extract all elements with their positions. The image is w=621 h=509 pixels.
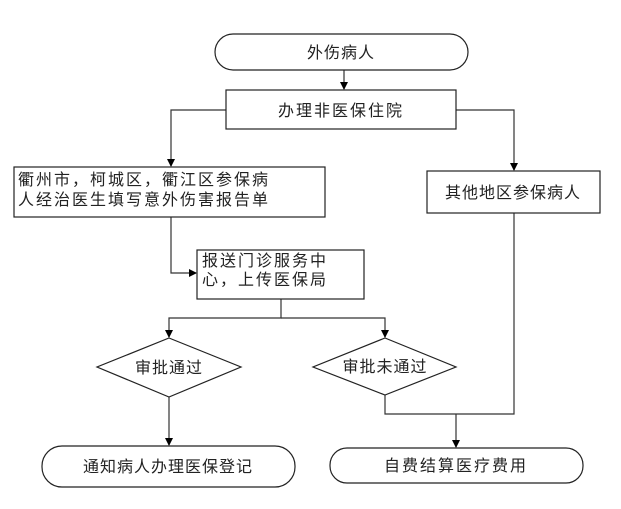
rejected-decision bbox=[311, 337, 458, 396]
approved-decision bbox=[95, 337, 243, 398]
edge-other-to-merge bbox=[456, 213, 515, 415]
local-insured-label-line2: 人经治医生填写意外伤害报告单 bbox=[18, 190, 270, 209]
notify-label: 通知病人办理医保登记 bbox=[83, 457, 253, 476]
submit-label-line2: 心，上传医保局 bbox=[202, 270, 328, 289]
self-pay-label: 自费结算医疗费用 bbox=[384, 456, 528, 475]
other-region-box bbox=[426, 170, 601, 214]
edge-submit-to-approved bbox=[165, 299, 282, 338]
non-insured-box bbox=[225, 89, 457, 130]
edge-submit-to-rejected bbox=[281, 317, 389, 338]
start-label: 外伤病人 bbox=[307, 43, 375, 62]
notify-terminal bbox=[41, 445, 296, 488]
self-pay-terminal bbox=[329, 447, 584, 484]
approved-label: 审批通过 bbox=[135, 358, 203, 377]
submit-label-line1: 报送门诊服务中 bbox=[202, 251, 328, 270]
local-insured-label-line1: 衢州市，柯城区，衢江区参保病 bbox=[18, 170, 270, 189]
other-region-label: 其他地区参保病人 bbox=[445, 183, 581, 202]
submit-box bbox=[196, 249, 365, 300]
rejected-label: 审批未通过 bbox=[342, 357, 427, 376]
edge-non-insured-to-local bbox=[167, 109, 226, 167]
start-terminal bbox=[214, 33, 469, 71]
local-insured-box bbox=[13, 166, 326, 218]
edge-rejected-to-merge bbox=[384, 395, 456, 415]
non-insured-label: 办理非医保住院 bbox=[278, 101, 404, 120]
edge-local-to-submit bbox=[170, 217, 197, 277]
edge-non-insured-to-other bbox=[456, 109, 518, 171]
